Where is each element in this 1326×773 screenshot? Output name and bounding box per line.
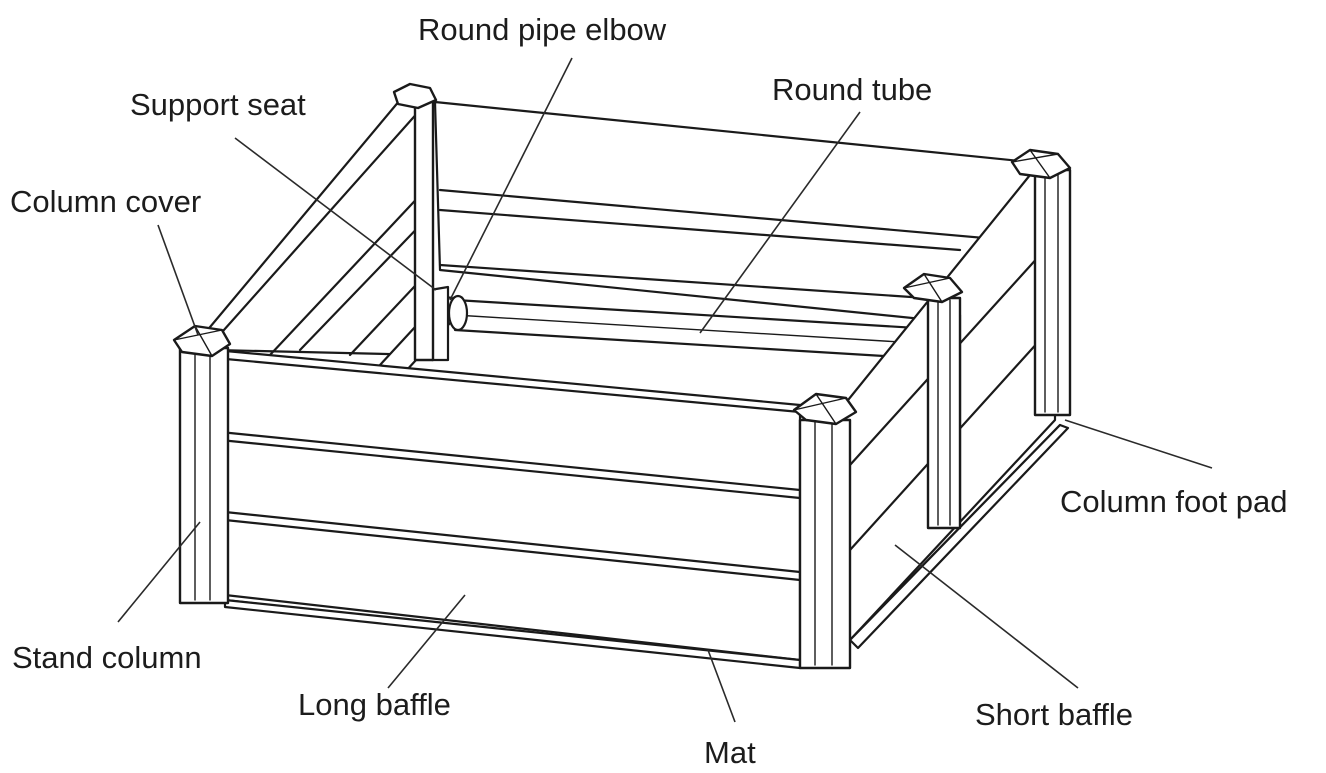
leader-round-pipe-elbow [449,57,573,301]
leader-column-cover [157,224,199,336]
label-support-seat: Support seat [130,87,306,122]
leader-short-baffle [894,544,1079,689]
post-front-right [792,392,858,670]
label-mat: Mat [704,735,756,770]
leader-long-baffle [387,594,466,689]
post-front-right-mid [902,272,964,530]
mat [223,423,1070,670]
post-back-left [392,82,438,362]
label-column-cover: Column cover [10,184,201,219]
label-stand-column: Stand column [12,640,202,675]
leader-mat [707,649,736,723]
front-long-wall [213,348,802,667]
label-long-baffle: Long baffle [298,687,451,722]
label-round-pipe-elbow: Round pipe elbow [418,12,667,47]
leader-column-foot-pad [1064,419,1213,469]
leader-round-tube [699,111,861,334]
labels: Round pipe elbow Support seat Round tube… [10,12,1287,770]
label-round-tube: Round tube [772,72,932,107]
leader-support-seat [234,137,437,291]
leader-stand-column [117,521,201,623]
leader-lines [117,57,1213,723]
label-short-baffle: Short baffle [975,697,1133,732]
post-front-left [172,324,232,605]
label-column-foot-pad: Column foot pad [1060,484,1287,519]
left-short-wall [193,98,432,357]
post-back-right [1010,148,1072,417]
